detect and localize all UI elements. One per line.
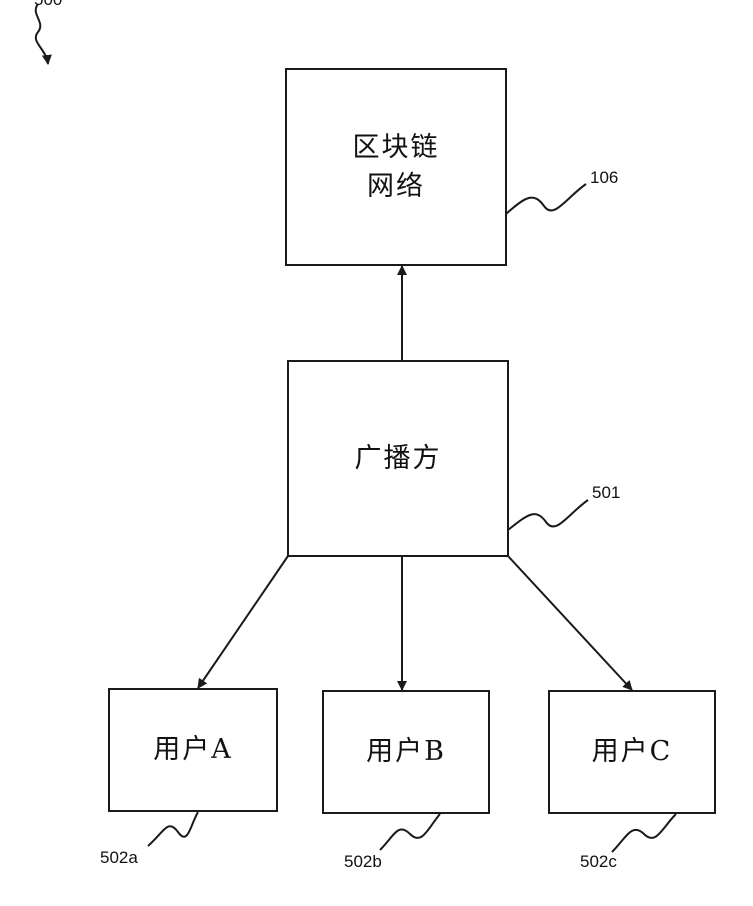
blockchain-ref-label: 106: [590, 168, 618, 188]
edge-broadcaster-to-user-a: [198, 556, 288, 688]
user-a-ref-label: 502a: [100, 848, 138, 868]
user-a-label: 用户A: [153, 730, 233, 769]
broadcaster-box: 广播方: [287, 360, 509, 557]
figure-ref-squiggle: [36, 4, 48, 64]
user-b-ref-label: 502b: [344, 852, 382, 872]
leader-502a: [148, 812, 198, 846]
broadcaster-ref-label: 501: [592, 483, 620, 503]
user-c-box: 用户C: [548, 690, 716, 814]
blockchain-network-box: 区块链 网络: [285, 68, 507, 266]
leader-502c: [612, 814, 676, 852]
blockchain-network-label: 区块链 网络: [353, 128, 440, 206]
user-b-label: 用户B: [366, 732, 446, 771]
figure-ref-label: 500: [34, 0, 62, 10]
user-a-box: 用户A: [108, 688, 278, 812]
leader-501: [508, 500, 588, 530]
user-c-ref-label: 502c: [580, 852, 617, 872]
user-c-label: 用户C: [592, 732, 673, 771]
broadcaster-label: 广播方: [355, 439, 442, 478]
leader-106: [506, 184, 586, 214]
user-b-box: 用户B: [322, 690, 490, 814]
edge-broadcaster-to-user-c: [508, 556, 632, 690]
leader-502b: [380, 814, 440, 850]
